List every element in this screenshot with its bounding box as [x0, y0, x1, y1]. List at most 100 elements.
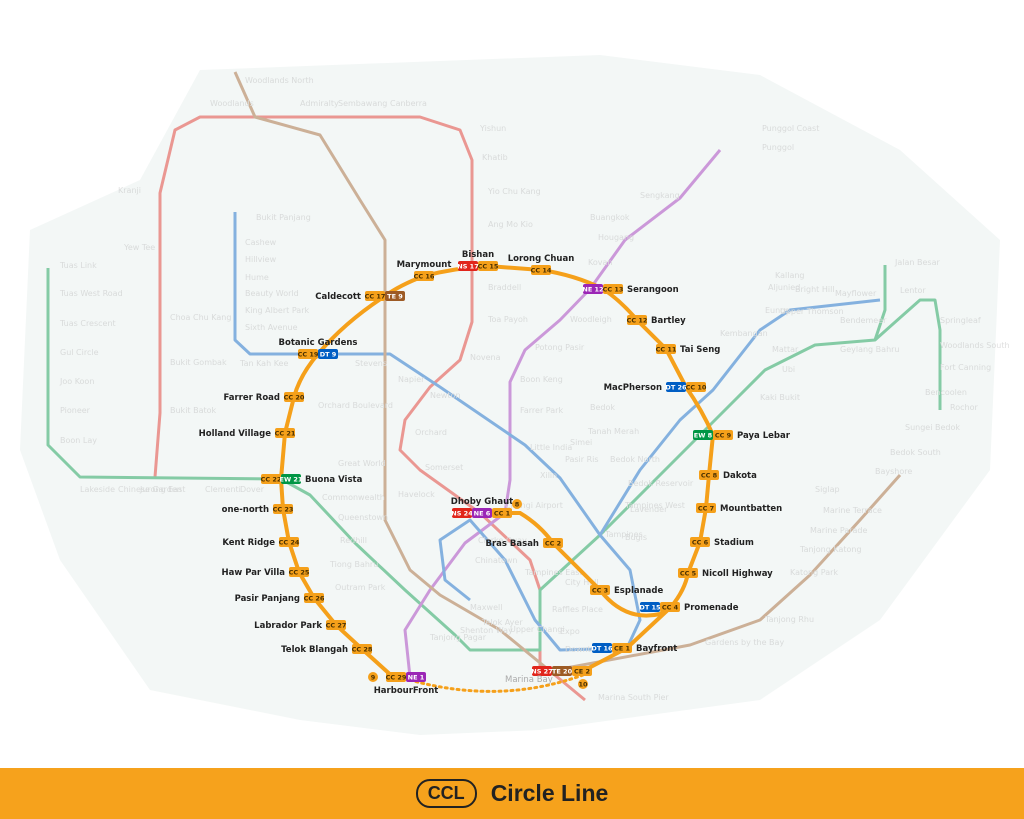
station-label[interactable]: Sungei Bedok: [905, 423, 960, 432]
station-label[interactable]: Simei: [570, 438, 592, 447]
station-label[interactable]: Orchard: [415, 428, 447, 437]
station-label[interactable]: Marine Parade: [810, 526, 867, 535]
station-label[interactable]: Admiralty: [300, 99, 339, 108]
station-label[interactable]: Jalan Besar: [894, 258, 940, 267]
station-label[interactable]: Woodlands North: [245, 76, 314, 85]
station-label[interactable]: Woodlands South: [940, 341, 1010, 350]
station-label[interactable]: King Albert Park: [245, 306, 309, 315]
station-label[interactable]: Tampines East: [524, 568, 583, 577]
station-label[interactable]: City Hall: [565, 578, 599, 587]
station-label[interactable]: Rochor: [950, 403, 978, 412]
station-label[interactable]: Woodlands: [210, 99, 254, 108]
station-label[interactable]: Napier: [398, 375, 425, 384]
station-label[interactable]: Bencoolen: [925, 388, 967, 397]
station-label[interactable]: Canberra: [390, 99, 427, 108]
station-label[interactable]: Bukit Gombak: [170, 358, 227, 367]
station-label[interactable]: Aljunied: [768, 283, 800, 292]
station-label[interactable]: Pioneer: [60, 406, 91, 415]
station-label[interactable]: Katong Park: [790, 568, 838, 577]
station-label[interactable]: Tiong Bahru: [329, 560, 378, 569]
station-label[interactable]: Braddell: [488, 283, 521, 292]
station-label[interactable]: Cashew: [245, 238, 277, 247]
station-label[interactable]: Yishun: [479, 124, 506, 133]
station-label[interactable]: Tampines: [604, 530, 643, 539]
station-label[interactable]: Bayshore: [875, 467, 912, 476]
station-label[interactable]: Woodleigh: [570, 315, 612, 324]
station-label[interactable]: Upper Changi: [510, 625, 565, 634]
station-label[interactable]: Redhill: [340, 536, 367, 545]
station-label[interactable]: Eunos: [765, 306, 789, 315]
station-label[interactable]: Tuas Link: [59, 261, 97, 270]
station-label[interactable]: Queenstown: [338, 513, 388, 522]
station-label[interactable]: Kranji: [118, 186, 141, 195]
station-label[interactable]: Siglap: [815, 485, 840, 494]
station-label[interactable]: Raffles Place: [552, 605, 603, 614]
station-label[interactable]: Dover: [240, 485, 265, 494]
station-label[interactable]: Potong Pasir: [535, 343, 585, 352]
station-label[interactable]: Bendemeer: [840, 316, 887, 325]
station-label[interactable]: Commonwealth: [322, 493, 385, 502]
station-label[interactable]: Lavender: [630, 505, 668, 514]
station-label[interactable]: Lakeside: [80, 485, 115, 494]
station-label[interactable]: Pasir Ris: [565, 455, 599, 464]
station-label[interactable]: Outram Park: [335, 583, 386, 592]
station-label[interactable]: Bukit Batok: [170, 406, 217, 415]
station-label[interactable]: Tuas West Road: [59, 289, 123, 298]
station-label[interactable]: Ang Mo Kio: [488, 220, 533, 229]
station-label[interactable]: Bugis: [625, 533, 647, 542]
station-label[interactable]: Hillview: [245, 255, 277, 264]
station-label[interactable]: Boon Lay: [60, 436, 97, 445]
station-label[interactable]: Yio Chu Kang: [487, 187, 541, 196]
station-label[interactable]: Hume: [245, 273, 269, 282]
station-label[interactable]: Punggol: [762, 143, 794, 152]
station-label[interactable]: Chinese Garden: [118, 485, 182, 494]
station-label[interactable]: Maxwell: [470, 603, 502, 612]
station-label[interactable]: Tampines West: [624, 501, 685, 510]
station-label[interactable]: Clementi: [205, 485, 241, 494]
station-label[interactable]: Tanjong Pagar: [429, 633, 487, 642]
station-label[interactable]: Mattar: [772, 345, 799, 354]
station-label[interactable]: Expo: [560, 627, 580, 636]
station-label[interactable]: Tan Kah Kee: [239, 359, 288, 368]
station-label[interactable]: Geylang Bahru: [840, 345, 900, 354]
station-label[interactable]: Tuas Crescent: [59, 319, 116, 328]
station-label[interactable]: Bedok: [590, 403, 615, 412]
station-label[interactable]: Bedok North: [610, 455, 660, 464]
station-label[interactable]: Great World: [338, 459, 386, 468]
station-label[interactable]: Orchard Boulevard: [318, 401, 393, 410]
station-label[interactable]: Bukit Panjang: [256, 213, 311, 222]
station-label[interactable]: Toa Payoh: [487, 315, 528, 324]
station-label[interactable]: Choa Chu Kang: [170, 313, 231, 322]
station-label[interactable]: Hougang: [598, 233, 634, 242]
station-label[interactable]: Sengkang: [640, 191, 680, 200]
station-label[interactable]: Telok Ayer: [481, 618, 523, 627]
station-label[interactable]: Mayflower: [835, 289, 877, 298]
station-label[interactable]: Gul Circle: [60, 348, 99, 357]
station-label[interactable]: Tanjong Rhu: [764, 615, 814, 624]
station-label[interactable]: Springleaf: [940, 316, 981, 325]
